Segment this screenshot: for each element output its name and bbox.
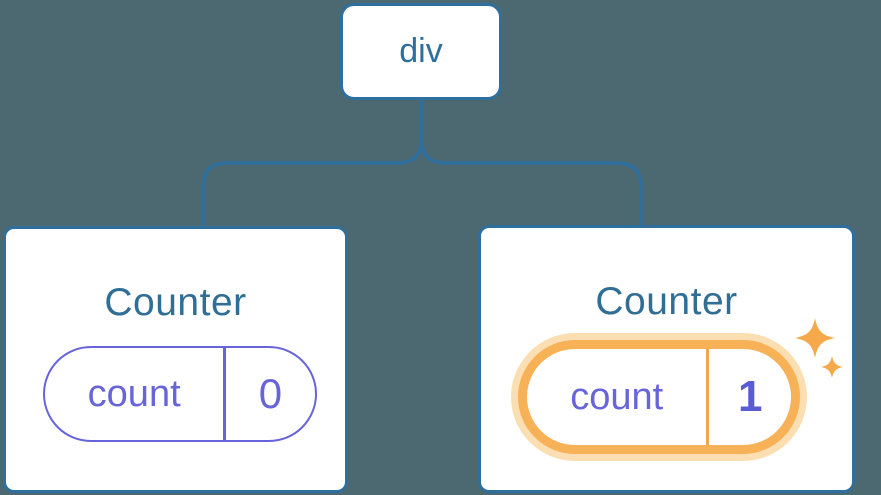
counter-card-right: Counter count 1 [478, 225, 855, 493]
sparkle-large [795, 318, 835, 358]
state-key-label: count [87, 372, 181, 415]
card-title: Counter [595, 280, 738, 323]
sparkle-small [821, 356, 843, 378]
counter-card-left: Counter count 0 [3, 226, 348, 493]
state-value: 0 [258, 370, 283, 417]
state-key-label: count [570, 375, 664, 418]
pill-divider [706, 349, 710, 445]
sparkle-icon [795, 318, 843, 378]
state-pill-highlighted: count 1 [518, 340, 800, 454]
root-node-label: div [399, 32, 443, 70]
card-title: Counter [104, 281, 247, 324]
connector-left-branch [201, 100, 424, 227]
state-pill: count 0 [43, 346, 317, 442]
root-node-div: div [340, 3, 502, 100]
state-value: 1 [737, 372, 763, 421]
connector-right-branch [419, 100, 643, 226]
pill-divider [223, 348, 226, 440]
